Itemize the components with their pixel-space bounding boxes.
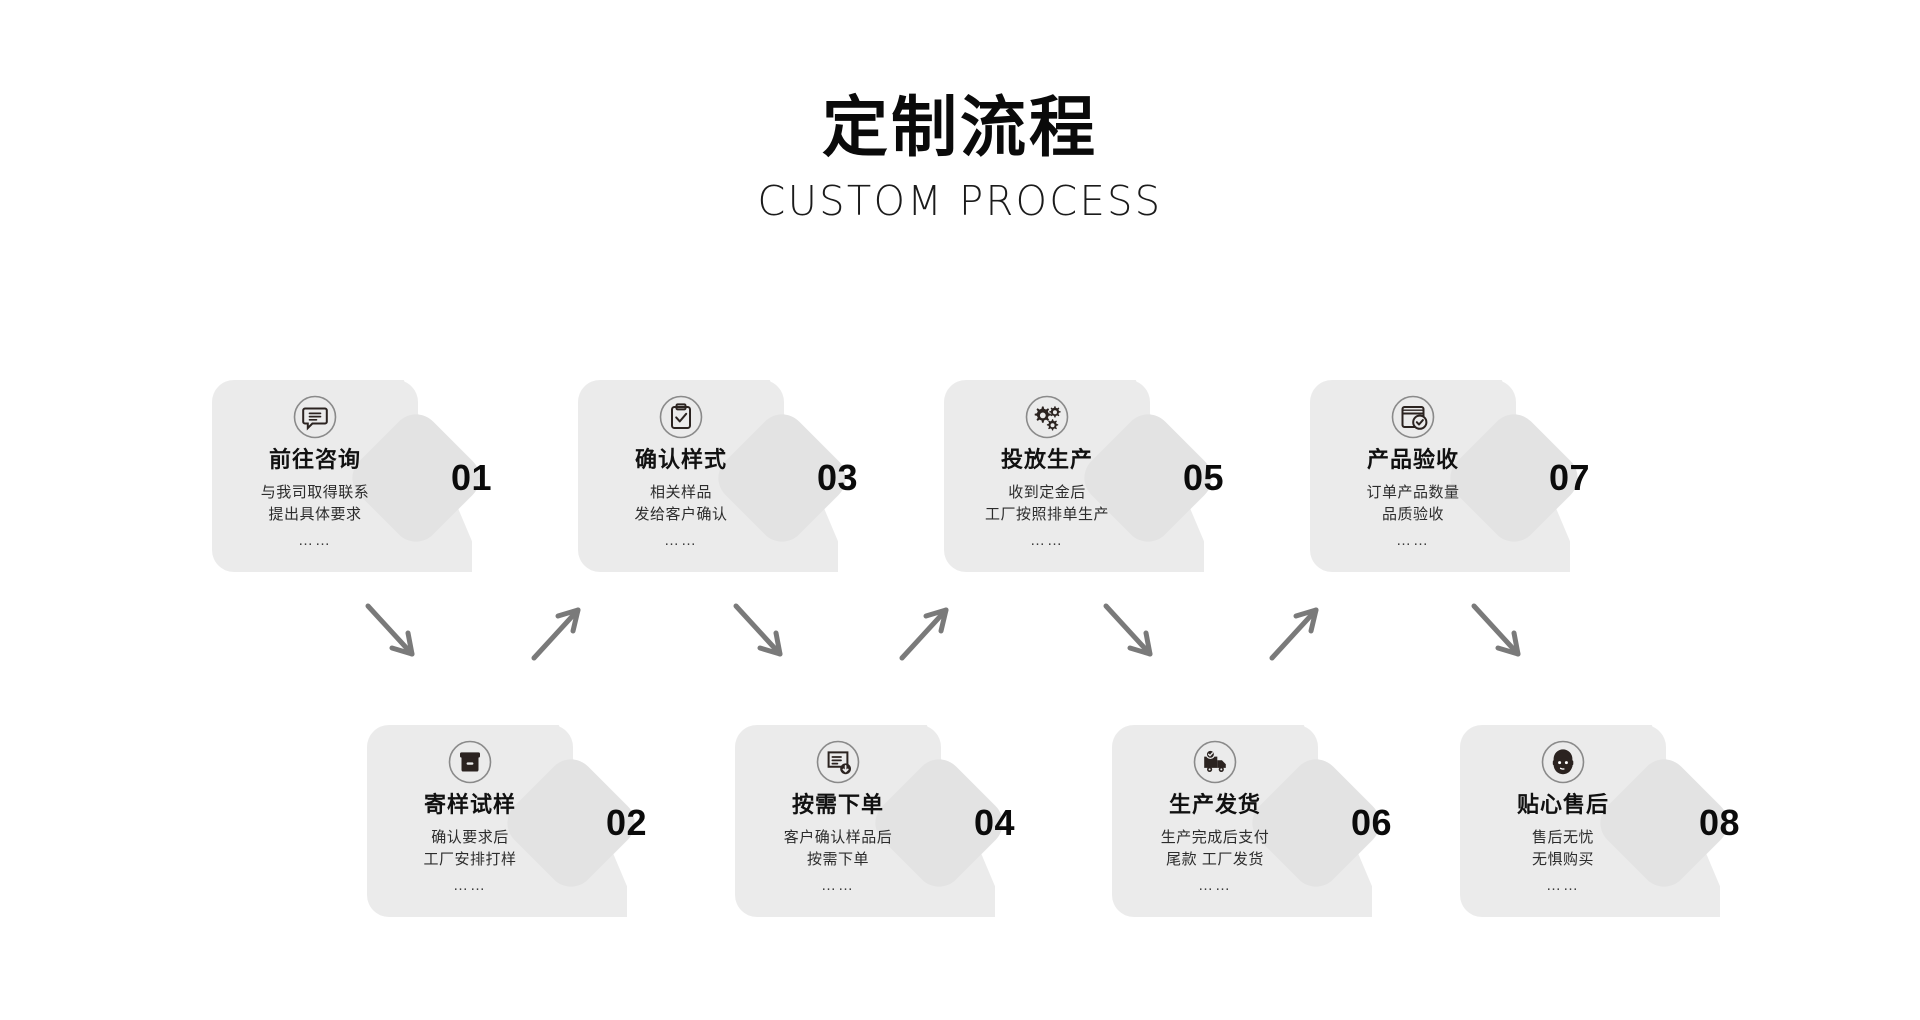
step-number: 03 [816,457,858,498]
step-title: 寄样试样 [423,792,516,817]
package-check-icon [1390,394,1436,440]
step-description-line2: 品质验收 [1381,505,1444,523]
step-title: 贴心售后 [1516,792,1609,817]
step-description-line2: 发给客户确认 [634,505,728,523]
step-card-05[interactable]: 05 投放生产 [944,380,1224,572]
step-description: 与我司取得联系 提出具体要求 [261,482,370,526]
arrow-05-to-06 [1100,600,1170,670]
step-number: 01 [450,457,492,498]
gears-icon [1024,394,1070,440]
step-ellipsis: …… [1198,876,1232,894]
step-number: 06 [1350,802,1392,843]
step-card-07[interactable]: 07 产品验收 订单产品数量 品质验收 … [1310,380,1590,572]
step-title: 生产发货 [1168,792,1261,817]
step-description-line2: 工厂按照排单生产 [984,505,1109,523]
step-description: 收到定金后 工厂按照排单生产 [985,482,1109,526]
step-ellipsis: …… [664,531,698,549]
step-ellipsis: …… [821,876,855,894]
step-description: 订单产品数量 品质验收 [1366,482,1459,526]
step-ellipsis: …… [1030,531,1064,549]
step-title: 确认样式 [634,447,727,472]
step-description-line1: 订单产品数量 [1366,484,1460,501]
order-document-icon [815,739,861,785]
step-description-line2: 尾款 工厂发货 [1166,850,1264,868]
page-header: 定制流程 CUSTOM PROCESS [0,90,1920,226]
step-description-line1: 收到定金后 [1008,484,1086,501]
step-number: 08 [1698,802,1740,843]
step-description-line1: 确认要求后 [431,829,509,846]
step-card-01[interactable]: 01 前往咨询 与我司取得联系 提出具体要求 …… [212,380,492,572]
step-description-line2: 工厂安排打样 [423,850,517,868]
step-description-line1: 生产完成后支付 [1160,829,1270,846]
page-subtitle: CUSTOM PROCESS [757,177,1163,226]
step-number: 05 [1182,457,1224,498]
step-card-04[interactable]: 04 按需下单 客户确认样品后 按需下单 …… [735,725,1015,917]
clipboard-check-icon [658,394,704,440]
step-ellipsis: …… [1546,876,1580,894]
step-description: 相关样品 发给客户确认 [634,482,727,526]
step-description-line2: 提出具体要求 [268,505,362,523]
step-description-line1: 与我司取得联系 [260,484,370,501]
speech-bubble-icon [292,394,338,440]
step-title: 前往咨询 [268,447,361,472]
step-title: 产品验收 [1366,447,1459,472]
step-description: 确认要求后 工厂安排打样 [423,827,516,871]
step-card-06[interactable]: 06 生产发货 生 [1112,725,1392,917]
step-description: 生产完成后支付 尾款 工厂发货 [1161,827,1270,871]
step-description-line1: 相关样品 [649,484,712,501]
step-description: 售后无忧 无惧购买 [1532,827,1594,871]
step-ellipsis: …… [1396,531,1430,549]
step-description-line1: 售后无忧 [1531,829,1594,846]
sample-box-icon [447,739,493,785]
arrow-02-to-03 [520,600,590,670]
step-ellipsis: …… [453,876,487,894]
step-number: 04 [973,802,1015,843]
support-agent-icon [1540,739,1586,785]
step-card-02[interactable]: 02 寄样试样 确认要求后 工厂安排打样 …… [367,725,647,917]
arrow-06-to-07 [1258,600,1328,670]
arrow-03-to-04 [730,600,800,670]
step-description-line2: 无惧购买 [1531,850,1594,868]
step-card-03[interactable]: 03 确认样式 相关样品 发给客户确认 …… [578,380,858,572]
step-number: 07 [1548,457,1590,498]
step-description-line2: 按需下单 [806,850,869,868]
arrow-04-to-05 [888,600,958,670]
arrow-01-to-02 [362,600,432,670]
step-number: 02 [605,802,647,843]
step-card-08[interactable]: 08 贴心售后 [1460,725,1740,917]
step-description-line1: 客户确认样品后 [783,829,893,846]
step-description: 客户确认样品后 按需下单 [784,827,893,871]
arrow-07-to-08 [1468,600,1538,670]
delivery-truck-icon [1192,739,1238,785]
step-title: 投放生产 [1000,447,1093,472]
step-title: 按需下单 [791,792,884,817]
page-title: 定制流程 [822,90,1098,164]
step-ellipsis: …… [298,531,332,549]
